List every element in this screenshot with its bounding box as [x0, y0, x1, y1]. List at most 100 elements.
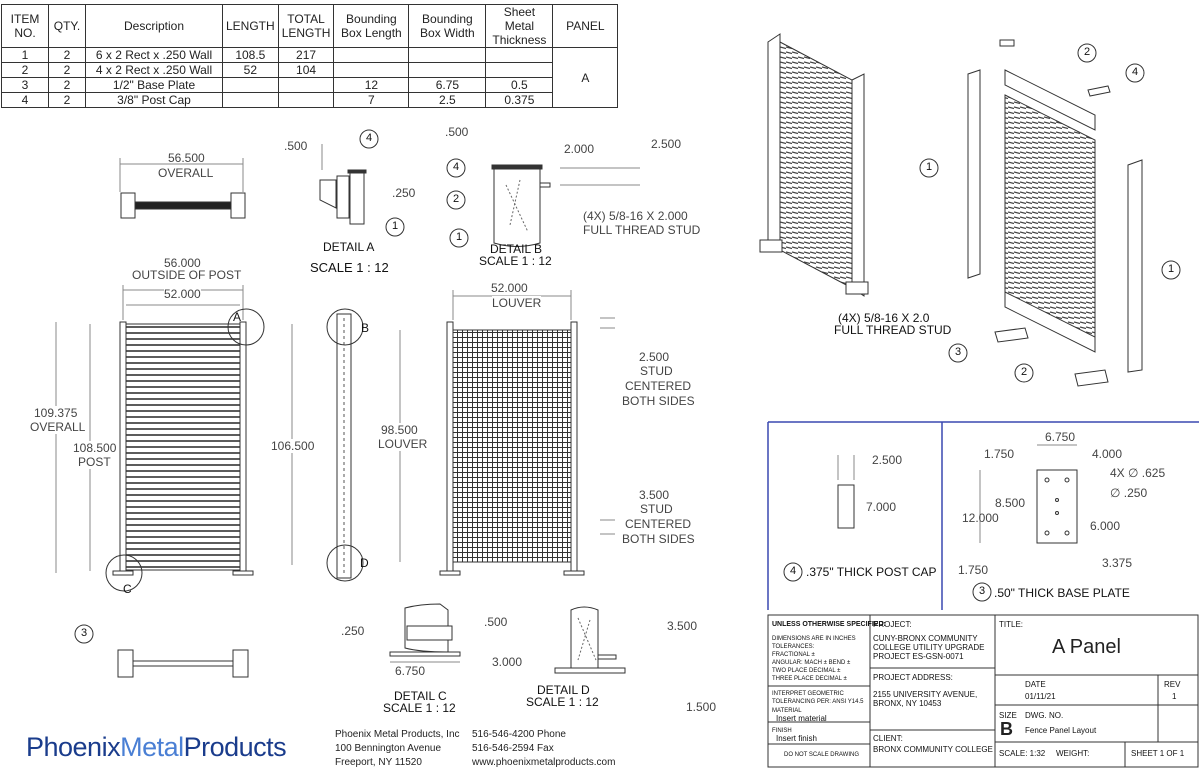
bom-cell: 6 x 2 Rect x .250 Wall — [85, 47, 223, 63]
base-plate-d4: 3.375 — [1102, 556, 1133, 570]
tb-size-label: SIZE — [999, 711, 1017, 720]
detail-b-dim3: 2.500 — [651, 137, 682, 151]
detail-c-dim3: 6.750 — [395, 664, 426, 678]
company-name: Phoenix Metal Products, Inc — [335, 729, 460, 740]
balloon-1: 1 — [1168, 263, 1175, 275]
bom-header: QTY. — [48, 4, 86, 48]
base-plate-d3: 1.750 — [958, 563, 989, 577]
tb-project-label: PROJECT: — [873, 620, 912, 629]
tb-dwg-label: DWG. NO. — [1025, 711, 1064, 720]
detail-c-dim2: .500 — [484, 615, 508, 629]
post-cap-height: 7.000 — [866, 500, 897, 514]
logo-word-3: Products — [183, 732, 287, 762]
detail-a-title: DETAIL A — [323, 240, 375, 254]
top-view — [119, 158, 246, 219]
balloon-4: 4 — [1132, 66, 1139, 78]
balloon-3: 3 — [81, 627, 88, 639]
base-plate-caption: .50" THICK BASE PLATE — [994, 586, 1130, 600]
balloon-4: 4 — [790, 565, 797, 577]
company-address-1: 100 Bennington Avenue — [335, 743, 442, 754]
tb-size: B — [1000, 719, 1013, 739]
post-cap-caption: .375" THICK POST CAP — [806, 565, 937, 579]
bom-cell: 52 — [222, 62, 279, 78]
balloon-1: 1 — [456, 231, 463, 243]
tb-finish-label: FINISH — [772, 728, 792, 734]
company-phone: 516-546-4200 Phone — [472, 729, 566, 740]
bom-cell: 1/2" Base Plate — [85, 77, 223, 93]
detail-b-note1: (4X) 5/8-16 X 2.000 — [583, 209, 688, 223]
detail-b-drawing — [446, 158, 640, 248]
balloon-1: 1 — [926, 161, 933, 173]
detail-d-title: DETAIL D — [537, 683, 590, 697]
balloon-1: 1 — [392, 220, 399, 232]
tb-tolper: TOLERANCING PER: ANSI Y14.5 — [772, 699, 864, 705]
tb-dims: DIMENSIONS ARE IN INCHES — [772, 636, 856, 642]
detail-a-dim2: .250 — [392, 186, 416, 200]
drawing-title: A Panel — [1052, 636, 1121, 658]
tb-material-label: MATERIAL — [772, 708, 802, 714]
dim-louver-w-label: LOUVER — [492, 296, 542, 310]
stud-note-bottom-3: BOTH SIDES — [622, 532, 695, 546]
base-plate-h2: 12.000 — [962, 511, 999, 525]
louver-view — [399, 290, 615, 576]
tb-three-place: THREE PLACE DECIMAL ± — [772, 676, 847, 682]
bom-cell: 108.5 — [222, 47, 279, 63]
stud-note-top-3: BOTH SIDES — [622, 394, 695, 408]
detail-b-title: DETAIL B — [490, 242, 543, 256]
tb-project: CUNY-BRONX COMMUNITY COLLEGE UTILITY UPG… — [873, 634, 985, 661]
tb-frac: FRACTIONAL ± — [772, 652, 815, 658]
bom-cell: 7 — [333, 92, 410, 108]
detail-b-dim1: .500 — [445, 125, 469, 139]
detail-d-dim3: 1.500 — [686, 700, 717, 714]
stud-note-top-1: STUD — [640, 364, 673, 378]
detail-c-drawing — [389, 603, 461, 663]
post-cap-drawing — [783, 455, 855, 582]
dim-louver-h: 98.500 — [381, 423, 418, 437]
tb-weight: WEIGHT: — [1056, 749, 1090, 758]
bom-header: Bounding Box Width — [408, 4, 487, 48]
logo-word-2: Metal — [120, 732, 184, 762]
bom-cell: 0.5 — [485, 77, 554, 93]
bom-cell: 217 — [277, 47, 335, 63]
dim-side-h: 106.500 — [271, 439, 315, 453]
company-address-2: Freeport, NY 11520 — [335, 757, 422, 768]
base-plate-h1: 8.500 — [995, 496, 1026, 510]
detail-b-note2: FULL THREAD STUD — [583, 223, 701, 237]
balloon-3: 3 — [955, 346, 962, 358]
detail-a-dim1: .500 — [284, 139, 308, 153]
bom-header: LENGTH — [222, 4, 279, 48]
iso-exploded — [919, 39, 1181, 387]
tb-material: Insert material — [776, 714, 827, 723]
bom-header: Description — [85, 4, 223, 48]
company-logo: PhoenixMetalProducts — [26, 732, 287, 763]
detail-b-dim2: 2.000 — [564, 142, 595, 156]
tb-tol: TOLERANCES: — [772, 644, 815, 650]
company-fax: 516-546-2594 Fax — [472, 743, 554, 754]
detail-callout-a: A — [233, 310, 242, 324]
tb-rev: 1 — [1172, 692, 1177, 701]
bom-cell: 4 x 2 Rect x .250 Wall — [85, 62, 223, 78]
stud-note-top-2: CENTERED — [625, 379, 692, 393]
tb-two-place: TWO PLACE DECIMAL ± — [772, 668, 841, 674]
stud-note-bottom-2: CENTERED — [625, 517, 692, 531]
detail-c-dim1: .250 — [341, 624, 365, 638]
tb-unless: UNLESS OTHERWISE SPECIFIED: — [772, 621, 886, 628]
detail-callout-b: B — [361, 321, 370, 335]
dim-front-overall-h: 109.375 — [34, 406, 78, 420]
detail-d-dim1: 3.500 — [667, 619, 698, 633]
tb-client-label: CLIENT: — [873, 734, 903, 743]
base-plate-h3: 6.000 — [1090, 519, 1121, 533]
balloon-4: 4 — [366, 132, 373, 144]
tb-sheet: SHEET 1 OF 1 — [1131, 749, 1185, 758]
dim-front-outside-label: OUTSIDE OF POST — [132, 268, 242, 282]
company-website: www.phoenixmetalproducts.com — [472, 757, 616, 768]
dim-top-overall: 56.500 — [168, 151, 205, 165]
tb-finish: Insert finish — [776, 734, 817, 743]
tb-date-label: DATE — [1025, 680, 1046, 689]
base-plate-drawing — [972, 444, 1078, 602]
detail-a-scale: SCALE 1 : 12 — [310, 260, 389, 275]
dim-front-overall-h-label: OVERALL — [30, 420, 86, 434]
